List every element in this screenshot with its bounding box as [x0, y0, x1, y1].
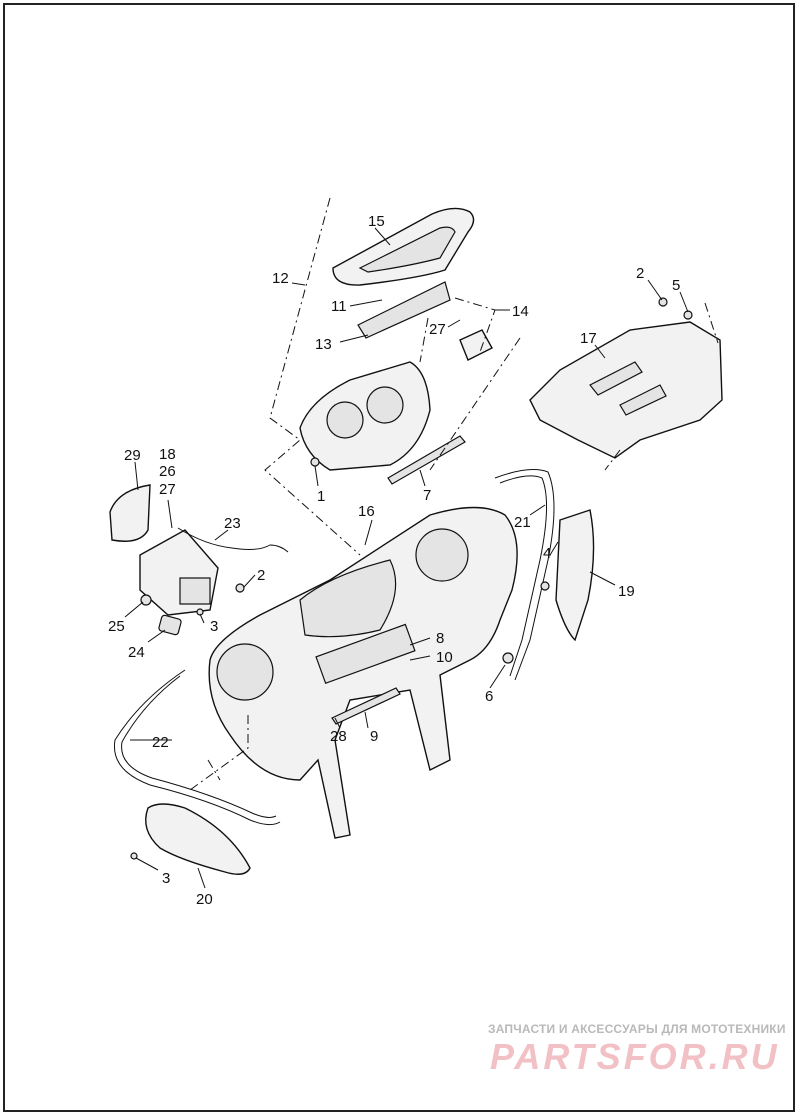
part-12-left-gauge-hole — [326, 401, 364, 439]
callout-18: 18 — [159, 446, 176, 463]
callout-2-left: 2 — [257, 567, 265, 584]
assembly-line-17 — [604, 302, 719, 471]
part-23-wire — [177, 527, 289, 553]
callout-15: 15 — [368, 213, 385, 230]
part-29-cover — [109, 484, 151, 542]
callout-24: 24 — [128, 644, 145, 661]
part-17-panel — [529, 321, 723, 459]
diagram-frame — [3, 3, 795, 1112]
callout-1: 1 — [317, 488, 325, 505]
callout-14: 14 — [512, 303, 529, 320]
part-21-trim-outer — [494, 469, 555, 681]
callout-2-top: 2 — [636, 265, 644, 282]
part-19-side-piece — [555, 509, 595, 642]
callout-26: 26 — [159, 463, 176, 480]
part-25-fastener — [140, 594, 152, 606]
callout-3-bottom: 3 — [162, 870, 170, 887]
part-17-slot-lower — [619, 384, 667, 416]
part-28-strip — [331, 687, 401, 725]
part-18-module-block — [179, 577, 211, 605]
callout-8: 8 — [436, 630, 444, 647]
callout-22: 22 — [152, 734, 169, 751]
fastener-2-left — [235, 583, 245, 593]
callout-10: 10 — [436, 649, 453, 666]
fastener-5 — [683, 310, 693, 320]
part-16-gauge-opening — [299, 559, 397, 638]
callout-16: 16 — [358, 503, 375, 520]
fastener-3-bottom — [130, 852, 138, 860]
callout-9: 9 — [370, 728, 378, 745]
watermark-caption: ЗАПЧАСТИ И АКСЕССУАРЫ ДЛЯ МОТОТЕХНИКИ — [488, 1022, 786, 1036]
fastener-1 — [310, 457, 320, 467]
part-12-inner-housing — [299, 361, 431, 471]
callout-21: 21 — [514, 514, 531, 531]
callout-20: 20 — [196, 891, 213, 908]
assembly-line-12-frame — [264, 197, 521, 556]
part-20-lower-cover — [145, 803, 251, 875]
callout-13: 13 — [315, 336, 332, 353]
callout-29: 29 — [124, 447, 141, 464]
part-15-window — [358, 226, 456, 273]
callout-28: 28 — [330, 728, 347, 745]
callout-23: 23 — [224, 515, 241, 532]
fastener-4 — [540, 581, 550, 591]
part-16-main-fairing — [208, 506, 518, 839]
part-16-left-lamp-opening — [216, 643, 274, 701]
callout-11: 11 — [331, 298, 347, 315]
callout-27-left: 27 — [159, 481, 176, 498]
part-17-slot-upper — [589, 361, 643, 396]
part-8-10-opening — [315, 623, 416, 684]
callout-5: 5 — [672, 277, 680, 294]
watermark-logo: PARTSFOR.RU — [490, 1036, 780, 1077]
callout-4: 4 — [543, 545, 551, 562]
callout-19: 19 — [618, 583, 635, 600]
part-22-trim-outer — [113, 669, 281, 826]
callout-6: 6 — [485, 688, 493, 705]
callout-27-top: 27 — [429, 321, 446, 338]
assembly-line-22-20 — [189, 715, 249, 791]
callout-7: 7 — [423, 487, 431, 504]
leader-lines — [124, 227, 689, 889]
part-22-trim-inner — [121, 675, 277, 818]
part-21-trim-inner — [499, 475, 547, 677]
fastener-6 — [502, 652, 514, 664]
part-7-strip — [387, 435, 466, 485]
fastener-2-top — [658, 297, 668, 307]
part-14-switch — [459, 329, 493, 361]
callout-25: 25 — [108, 618, 125, 635]
callout-3-left: 3 — [210, 618, 218, 635]
part-13-bracket — [357, 281, 451, 339]
callout-12: 12 — [272, 270, 289, 287]
callout-17: 17 — [580, 330, 597, 347]
part-16-right-lamp-opening — [415, 528, 469, 582]
part-12-right-gauge-hole — [366, 386, 404, 424]
